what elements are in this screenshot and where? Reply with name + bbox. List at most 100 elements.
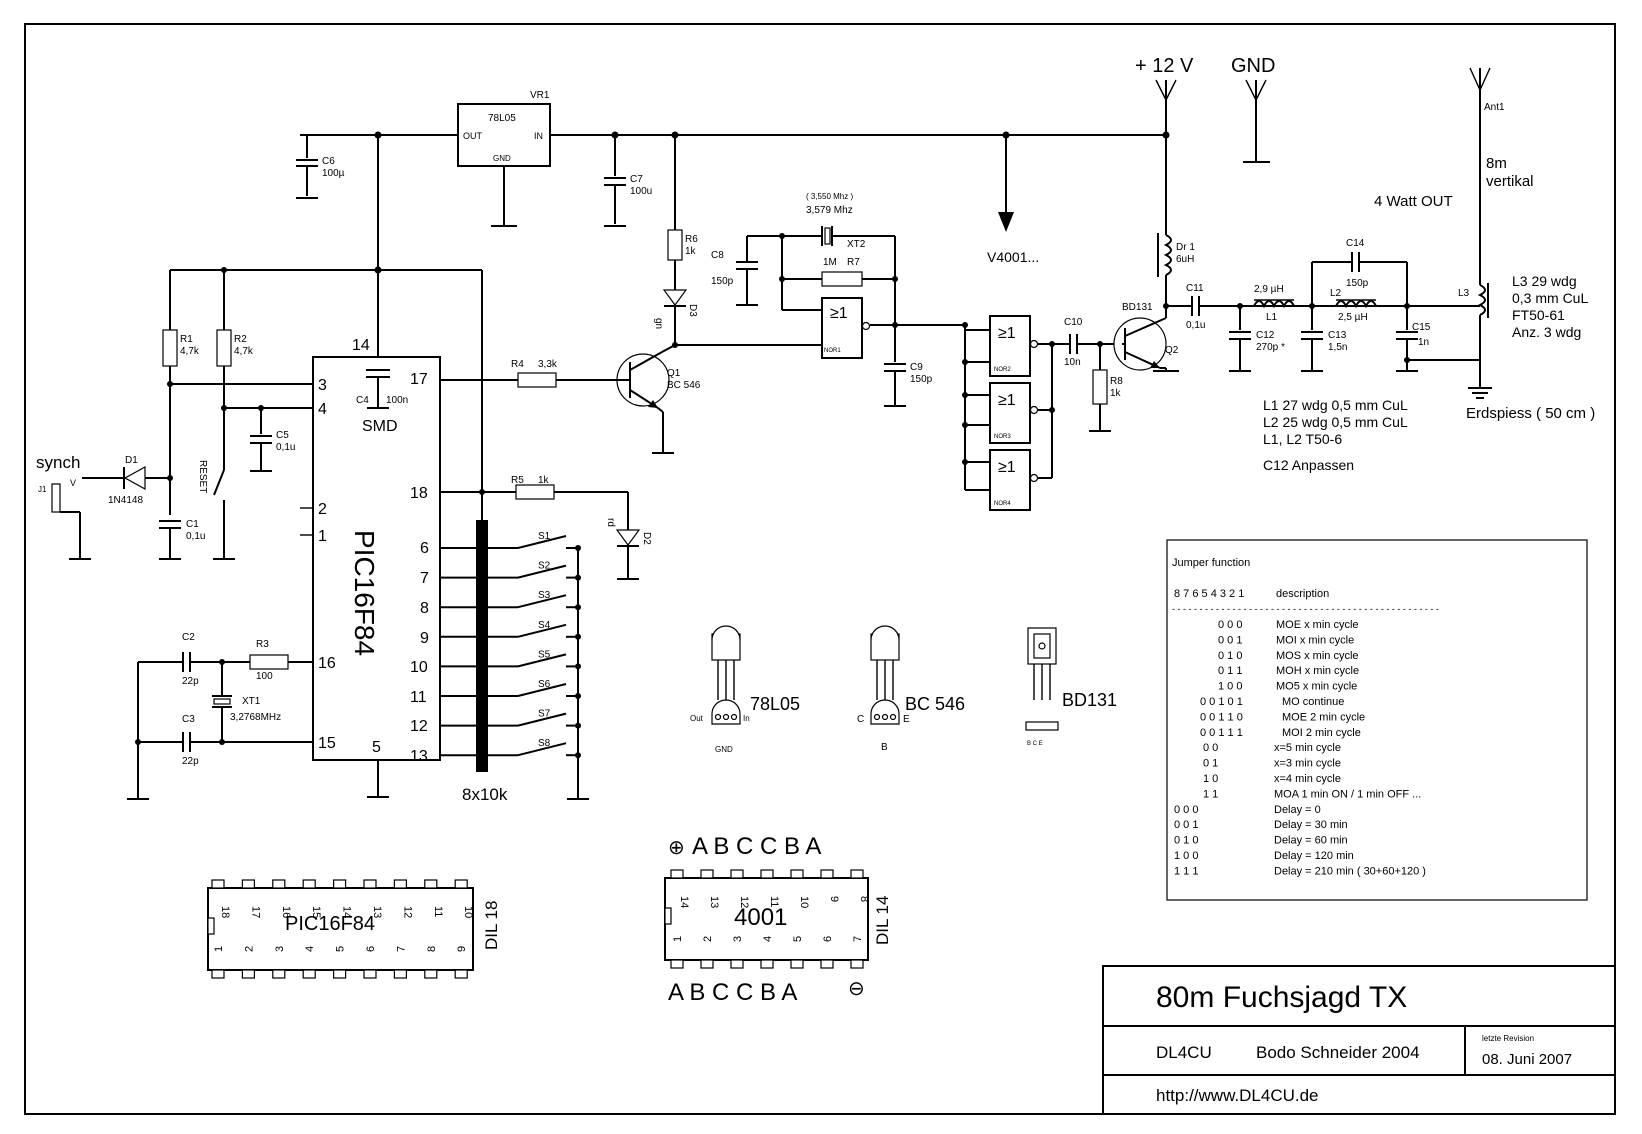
label-mcu-p13: 13 (410, 748, 428, 765)
label-mcu-p4: 4 (318, 401, 327, 418)
jumper-desc: MOE x min cycle (1276, 619, 1359, 631)
dil-pin-number: 1 (672, 936, 684, 942)
label-gates-symbol: ≥1 (998, 459, 1016, 476)
capacitor-c6: C6 100µ (296, 135, 345, 199)
label-caps-c2-ref: C2 (182, 632, 195, 643)
dip-switch-block: 8x10k (462, 520, 589, 804)
dil-pin-number: 6 (822, 936, 834, 942)
switch-label: S2 (538, 561, 551, 572)
label-caps-c13-ref: C13 (1328, 330, 1347, 341)
label-caps-c8-val: 150p (711, 276, 734, 287)
label-mcu-p1: 1 (318, 528, 327, 545)
jumper-bits: 0 0 1 (1174, 819, 1198, 831)
label-packages-bc-b: B (881, 742, 888, 753)
dil-pin-number: 8 (426, 946, 438, 952)
switch-row: S3 (440, 590, 581, 611)
jumper-bits: 1 1 1 (1174, 865, 1198, 877)
dil-pin-number: 13 (371, 906, 383, 918)
switch-row: S7 (440, 709, 581, 729)
label-resistors-array: 8x10k (462, 785, 508, 804)
label-l12-notes-1: L2 25 wdg 0,5 mm CuL (1263, 414, 1408, 430)
label-crystals-xt1-val: 3,2768MHz (230, 712, 281, 723)
dil-pin-number: 2 (243, 946, 255, 952)
dil-pin-number: 3 (274, 946, 286, 952)
label-caps-c11-val: 0,1u (1186, 320, 1205, 331)
jumper-bits: 1 0 0 (1218, 681, 1242, 693)
switch-label: S3 (538, 590, 551, 601)
jumper-bits: 0 1 0 (1218, 650, 1242, 662)
label-resistors-r7-val: 1M (823, 257, 837, 268)
label-packages-bc-e: E (903, 714, 910, 725)
label-mcu-p17: 17 (410, 371, 428, 388)
label-caps-c8-ref: C8 (711, 250, 724, 261)
dil-pin-number: 9 (828, 896, 840, 902)
label-semis-l3-ref: L3 (1458, 288, 1470, 299)
dil-pin-number: 4 (762, 936, 774, 942)
jumper-bits: 1 0 (1203, 773, 1218, 785)
label-resistors-r1-val: 4,7k (180, 346, 200, 357)
label-jumper-head-desc: description (1276, 588, 1329, 600)
label-mcu-p16: 16 (318, 655, 336, 672)
jumper-desc: MOI x min cycle (1276, 634, 1354, 646)
label-crystals-xt1-ref: XT1 (242, 696, 261, 707)
dil-pin-number: 14 (341, 906, 353, 918)
label-misc-j1: J1 (38, 485, 47, 494)
v4001-label: V4001... (987, 249, 1039, 265)
jumper-bits: 0 0 1 0 1 (1200, 696, 1243, 708)
label-dil18-label: DIL 18 (482, 901, 501, 950)
title-text: 80m Fuchsjagd TX (1156, 981, 1407, 1014)
jumper-bits: 0 0 0 (1174, 804, 1198, 816)
label-caps-c6-val: 100µ (322, 168, 345, 179)
label-l12-notes-3: C12 Anpassen (1263, 457, 1354, 473)
jumper-desc: MOA 1 min ON / 1 min OFF ... (1274, 788, 1421, 800)
label-misc-reset: RESET (197, 460, 208, 493)
oscillator-block: C8 150p ( 3,550 Mhz ) 3,579 Mhz XT2 1M R… (672, 192, 968, 407)
jumper-table: Jumper function 8 7 6 5 4 3 2 1 descript… (1166, 539, 1588, 901)
label-semis-q2-ref: Q2 (1165, 345, 1179, 356)
dil-pin-number: 5 (335, 946, 347, 952)
label-caps-c12-val: 270p * (1256, 342, 1285, 353)
label-resistors-r3-val: 100 (256, 671, 273, 682)
label-caps-c3-val: 22p (182, 756, 199, 767)
coil-notes: L1 27 wdg 0,5 mm CuL L2 25 wdg 0,5 mm Cu… (1263, 397, 1408, 473)
sheet-frame (24, 23, 1616, 1115)
label-caps-c14-val: 150p (1346, 278, 1369, 289)
switch-row: S4 (440, 620, 581, 640)
label-caps-c14-ref: C14 (1346, 238, 1365, 249)
label-mcu-p5: 5 (372, 739, 381, 756)
label-caps-c1-ref: C1 (186, 519, 199, 530)
label-jumper-sep: - - - - - - - - - - - - - - - - - - - - … (1172, 604, 1439, 614)
label-packages-bd-pins: B C E (1027, 741, 1043, 747)
label-jumper-head-bits: 8 7 6 5 4 3 2 1 (1174, 588, 1244, 600)
jumper-desc: Delay = 60 min (1274, 835, 1348, 847)
switch-label: S7 (538, 709, 551, 720)
label-l3-notes-0: L3 29 wdg (1512, 273, 1577, 289)
url-text: http://www.DL4CU.de (1156, 1086, 1319, 1105)
label-semis-d3-col: gn (653, 318, 664, 329)
switch-row: S8 (440, 738, 581, 759)
regulator-vr1: VR1 78L05 OUT IN GND (457, 90, 551, 227)
dil-pin-number: 9 (456, 946, 468, 952)
label-antenna-kind: vertikal (1486, 173, 1534, 190)
label-resistors-r7-ref: R7 (847, 257, 860, 268)
label-semis-d2-col: rd (605, 518, 616, 527)
label-resistors-r2-val: 4,7k (234, 346, 254, 357)
label-caps-c9-ref: C9 (910, 362, 923, 373)
label-caps-c1-val: 0,1u (186, 531, 205, 542)
label-mcu-p9: 9 (420, 630, 429, 647)
label-resistors-r2-ref: R2 (234, 334, 247, 345)
label-caps-c12-ref: C12 (1256, 330, 1275, 341)
dil-pin-number: 12 (401, 906, 413, 918)
label-title-block-author-call: DL4CU (1156, 1043, 1212, 1062)
label-mcu-p7: 7 (420, 570, 429, 587)
label-mcu-p18: 18 (410, 485, 428, 502)
label-resistors-r1-ref: R1 (180, 334, 193, 345)
label-mcu-p8: 8 (420, 600, 429, 617)
jumper-desc: MOI 2 min cycle (1282, 727, 1361, 739)
crystal-xt1-network: C2 22p R3 100 XT1 3,2768MHz C3 22p (127, 632, 313, 800)
label-title-block-author: Bodo Schneider 2004 (1256, 1043, 1420, 1062)
pi-filter: C12 270p * 2,9 µH L1 C13 1,5n L2 2,5 µH … (1229, 193, 1453, 372)
label-caps-c10-ref: C10 (1064, 317, 1083, 328)
label-regulator-in: IN (534, 131, 543, 141)
label-resistors-r8-val: 1k (1110, 388, 1122, 399)
